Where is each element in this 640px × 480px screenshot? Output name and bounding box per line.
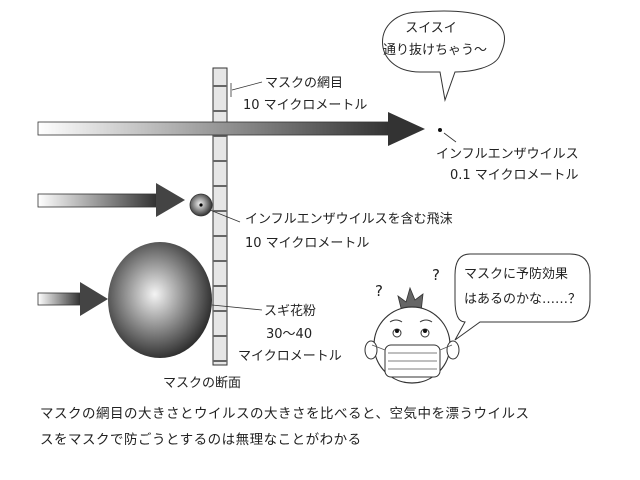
pollen-title: スギ花粉 (264, 304, 317, 319)
mask-cross-section (212, 67, 228, 366)
mask-section-label: マスクの断面 (163, 376, 242, 391)
droplet-title: インフルエンザウイルスを含む飛沫 (245, 212, 453, 227)
mesh-pointer (230, 81, 263, 97)
question-mark-right: ? (432, 266, 440, 284)
droplet-size: 10 マイクロメートル (245, 236, 370, 251)
pollen-arrow (37, 282, 108, 316)
pollen-unit: マイクロメートル (238, 349, 342, 364)
pollen-particle (108, 242, 212, 358)
pollen-range: 30〜40 (266, 327, 313, 342)
virus-size: 0.1 マイクロメートル (450, 168, 579, 183)
virus-pointer (443, 132, 457, 143)
virus-arrow (37, 112, 425, 146)
question-mark-left: ? (375, 282, 383, 300)
virus-particle (438, 128, 442, 132)
caption-line1: マスクの網目の大きさとウイルスの大きさを比べると、空気中を漂うウイルス (40, 406, 530, 422)
virus-bubble-line1: スイスイ (405, 21, 457, 36)
caption-line2: スをマスクで防ごうとするのは無理なことがわかる (40, 432, 362, 448)
virus-bubble-line2: 通り抜けちゃう〜 (383, 43, 488, 58)
virus-speech-bubble (382, 10, 506, 102)
worried-character (364, 286, 460, 384)
mesh-size: 10 マイクロメートル (243, 98, 368, 113)
virus-title: インフルエンザウイルス (436, 147, 579, 162)
pollen-pointer (211, 304, 263, 311)
person-bubble-line2: はあるのかな……？ (464, 292, 582, 307)
droplet-pointer (209, 209, 241, 223)
mesh-title: マスクの網目 (265, 76, 344, 91)
droplet-arrow (37, 183, 185, 217)
droplet-particle (189, 193, 213, 217)
person-speech-bubble (454, 253, 591, 341)
person-bubble-line1: マスクに予防効果 (464, 267, 569, 282)
